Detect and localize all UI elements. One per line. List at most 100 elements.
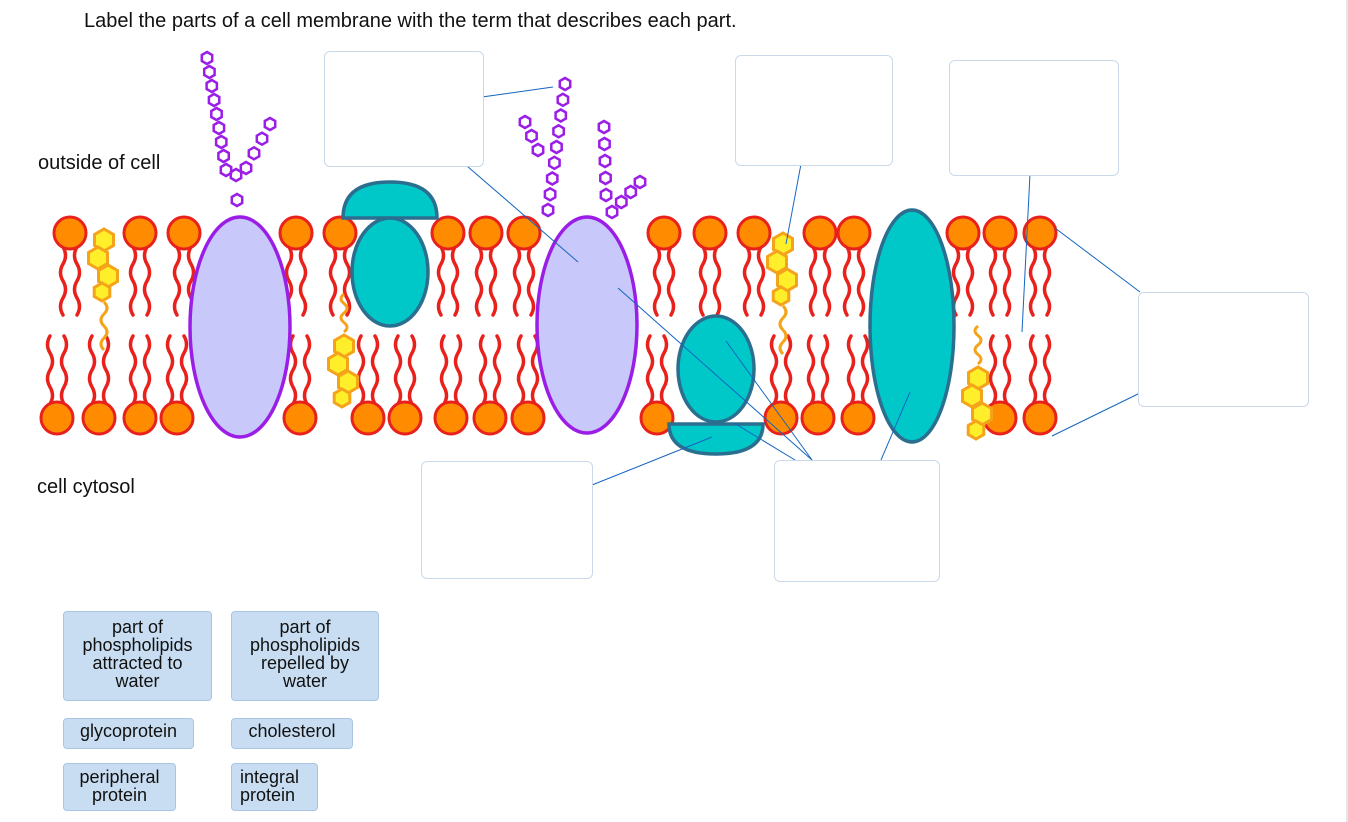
sugar-ring (598, 153, 612, 169)
phospholipid-head (646, 215, 682, 251)
tail-right (488, 245, 498, 317)
phospholipid-head (836, 215, 872, 251)
sugar-ring (543, 186, 557, 202)
phospholipid-head (159, 400, 195, 436)
phospholipid-head (692, 215, 728, 251)
phospholipid-head (122, 400, 158, 436)
sugar-ring (207, 92, 221, 108)
leader-line (1051, 392, 1141, 437)
sugar-ring (263, 116, 277, 132)
cholesterol-ring (966, 419, 986, 441)
phospholipid-head (800, 400, 836, 436)
tail-right (712, 245, 722, 317)
cholesterol-ring (766, 249, 788, 275)
tail-right (1002, 334, 1012, 406)
lipid-heads (39, 215, 1058, 436)
tail-left (474, 245, 484, 317)
sugar-chain (597, 119, 647, 220)
tail-right (453, 334, 463, 406)
tail-left (45, 334, 55, 406)
tail-right (59, 334, 69, 406)
tail-left (846, 334, 856, 406)
leader-line (880, 391, 911, 461)
phospholipid-head (278, 215, 314, 251)
label-drop-box-right[interactable] (1138, 292, 1309, 407)
label-drop-box-bottom-left[interactable] (421, 461, 593, 579)
phospholipid-head (1022, 400, 1058, 436)
leader-line (481, 86, 554, 98)
leader-line (725, 340, 813, 461)
tail-left (769, 334, 779, 406)
tail-right (659, 334, 669, 406)
phospholipid-head (802, 215, 838, 251)
label-drop-box-top-middle[interactable] (735, 55, 893, 166)
phospholipid-tails (356, 334, 380, 406)
tail-left (842, 245, 852, 317)
leader-line (617, 287, 813, 461)
tail-left (288, 334, 298, 406)
cholesterol-molecules (87, 227, 993, 441)
leader-line (733, 422, 796, 461)
sugar-ring (599, 170, 612, 186)
phospholipid-tails (288, 334, 312, 406)
tail-left (1028, 334, 1038, 406)
tail-left (436, 245, 446, 317)
tail-right (370, 334, 380, 406)
phospholipid-head (639, 400, 675, 436)
phospholipid-head (39, 400, 75, 436)
tail-left (58, 245, 68, 317)
cholesterol-tail (99, 300, 109, 352)
cholesterol-ring (97, 263, 119, 289)
sugar-ring (200, 50, 214, 66)
phospholipid-tails (128, 245, 152, 317)
tail-left (808, 245, 818, 317)
phospholipid-head (982, 215, 1018, 251)
label-drop-box-top-left[interactable] (324, 51, 484, 167)
cholesterol (961, 324, 993, 441)
tail-right (72, 245, 82, 317)
sugar-ring (547, 155, 561, 171)
phospholipid-head (510, 400, 546, 436)
cholesterol-ring (87, 245, 109, 271)
phospholipid-tails (988, 334, 1012, 406)
label-drop-box-bottom-right[interactable] (774, 460, 940, 582)
sugar-ring (255, 131, 269, 147)
tail-right (1002, 245, 1012, 317)
sugar-ring (558, 76, 572, 92)
phospholipid-head (506, 215, 542, 251)
sugar-ring (598, 136, 611, 152)
tail-left (652, 245, 662, 317)
label-drop-box-top-right[interactable] (949, 60, 1119, 176)
tail-right (820, 334, 830, 406)
peripheral-protein-cap-top (341, 180, 439, 220)
phospholipid-head (387, 400, 423, 436)
phospholipid-head (736, 215, 772, 251)
cholesterol-ring (771, 285, 791, 307)
phospholipid-tails (516, 334, 540, 406)
tail-left (742, 245, 752, 317)
cholesterol-ring (332, 387, 352, 409)
tail-left (645, 334, 655, 406)
phospholipid-head (472, 400, 508, 436)
glycoprotein-right (535, 215, 639, 435)
term-chip-hydrophilic-heads[interactable]: part of phospholipids attracted to water (63, 611, 212, 701)
phospholipid-tails (842, 245, 866, 317)
term-chip-cholesterol[interactable]: cholesterol (231, 718, 353, 749)
term-chip-peripheral-protein[interactable]: peripheral protein (63, 763, 176, 811)
tail-left (328, 245, 338, 317)
tail-right (1042, 334, 1052, 406)
term-chip-hydrophobic-tails[interactable]: part of phospholipids repelled by water (231, 611, 379, 701)
tail-right (450, 245, 460, 317)
tail-right (179, 334, 189, 406)
sugar-chain (518, 76, 572, 218)
cholesterol (87, 227, 119, 352)
phospholipid-head (763, 400, 799, 436)
tail-right (407, 334, 417, 406)
leader-line (1021, 173, 1031, 333)
cholesterol-tail (973, 324, 983, 366)
phospholipid-tails (165, 334, 189, 406)
phospholipid-head (945, 215, 981, 251)
term-chip-glycoprotein[interactable]: glycoprotein (63, 718, 194, 749)
term-chip-integral-protein[interactable]: integral protein (231, 763, 318, 811)
cholesterol-tail (778, 304, 788, 356)
